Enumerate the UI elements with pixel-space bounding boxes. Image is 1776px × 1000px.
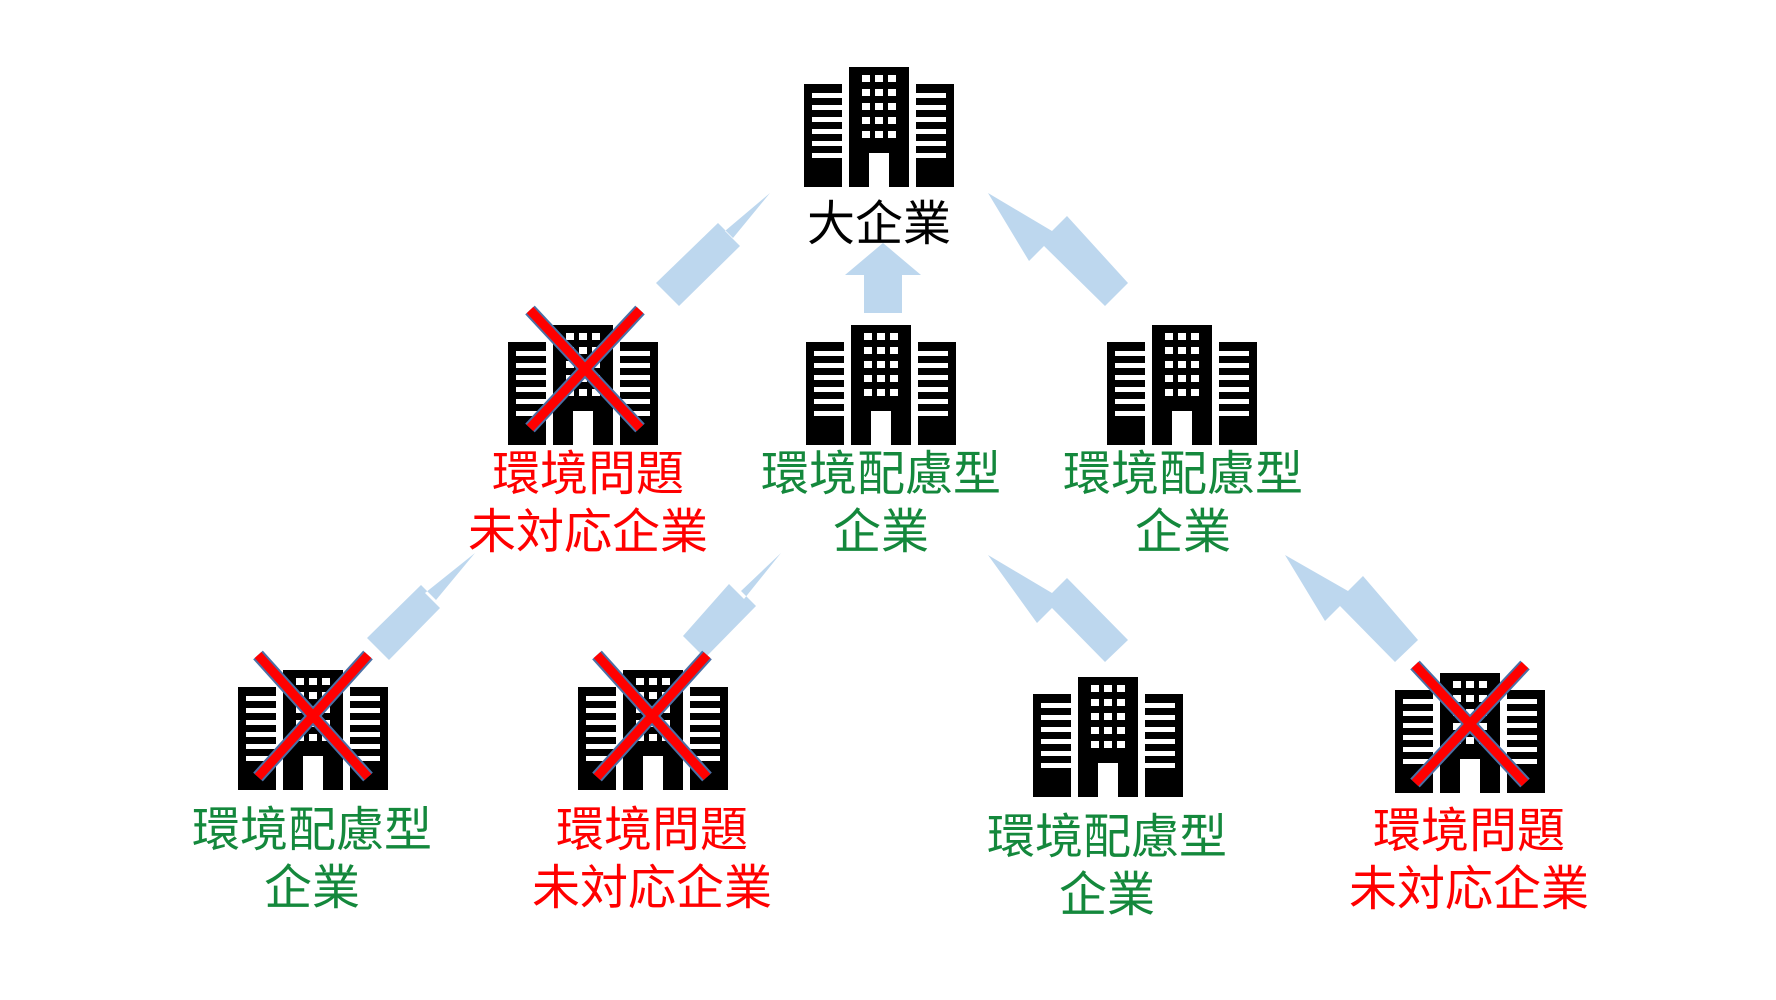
arrows (367, 193, 1418, 662)
node-top-label: 大企業 (807, 196, 951, 252)
office-building-icon (804, 67, 954, 187)
node-mid-2-line1: 環境配慮型 (761, 446, 1001, 502)
arrow-mid-center-to-top (845, 243, 921, 313)
node-mid-1-line1: 環境問題 (492, 446, 684, 502)
node-mid-3: 環境配慮型 企業 (1063, 325, 1303, 560)
arrow-bottom-4-to-mid-right (1285, 555, 1418, 662)
node-bottom-3: 環境配慮型 企業 (987, 677, 1227, 923)
node-bottom-4-line2: 未対応企業 (1349, 861, 1589, 917)
node-bottom-3-line1: 環境配慮型 (987, 809, 1227, 865)
arrow-bottom-3-to-mid-center (988, 555, 1128, 662)
node-bottom-1-line2: 企業 (264, 860, 360, 916)
arrow-mid-right-to-top (988, 193, 1128, 306)
node-mid-3-line1: 環境配慮型 (1063, 446, 1303, 502)
office-building-icon (806, 325, 956, 445)
office-building-icon (1107, 325, 1257, 445)
arrow-mid-left-to-top (656, 193, 770, 306)
arrow-bottom-2-to-mid-center (683, 553, 781, 658)
node-mid-1-line2: 未対応企業 (468, 504, 708, 560)
cross-mark-icon (592, 650, 712, 782)
cross-mark-icon (525, 305, 645, 433)
arrow-bottom-1-to-mid-left (367, 553, 475, 660)
node-mid-1: 環境問題 未対応企業 (468, 305, 708, 560)
node-bottom-1: 環境配慮型 企業 (192, 650, 432, 916)
node-bottom-2-line1: 環境問題 (556, 802, 748, 858)
node-bottom-4-line1: 環境問題 (1373, 803, 1565, 859)
office-building-icon (1033, 677, 1183, 797)
node-bottom-3-line2: 企業 (1059, 867, 1155, 923)
node-bottom-2-line2: 未対応企業 (532, 860, 772, 916)
cross-mark-icon (1410, 660, 1530, 788)
node-bottom-1-line1: 環境配慮型 (192, 802, 432, 858)
node-mid-2: 環境配慮型 企業 (761, 325, 1001, 560)
node-bottom-4: 環境問題 未対応企業 (1349, 660, 1589, 917)
cross-mark-icon (253, 650, 373, 782)
node-mid-3-line2: 企業 (1135, 504, 1231, 560)
node-mid-2-line2: 企業 (833, 504, 929, 560)
node-bottom-2: 環境問題 未対応企業 (532, 650, 772, 916)
node-top: 大企業 (804, 67, 954, 252)
